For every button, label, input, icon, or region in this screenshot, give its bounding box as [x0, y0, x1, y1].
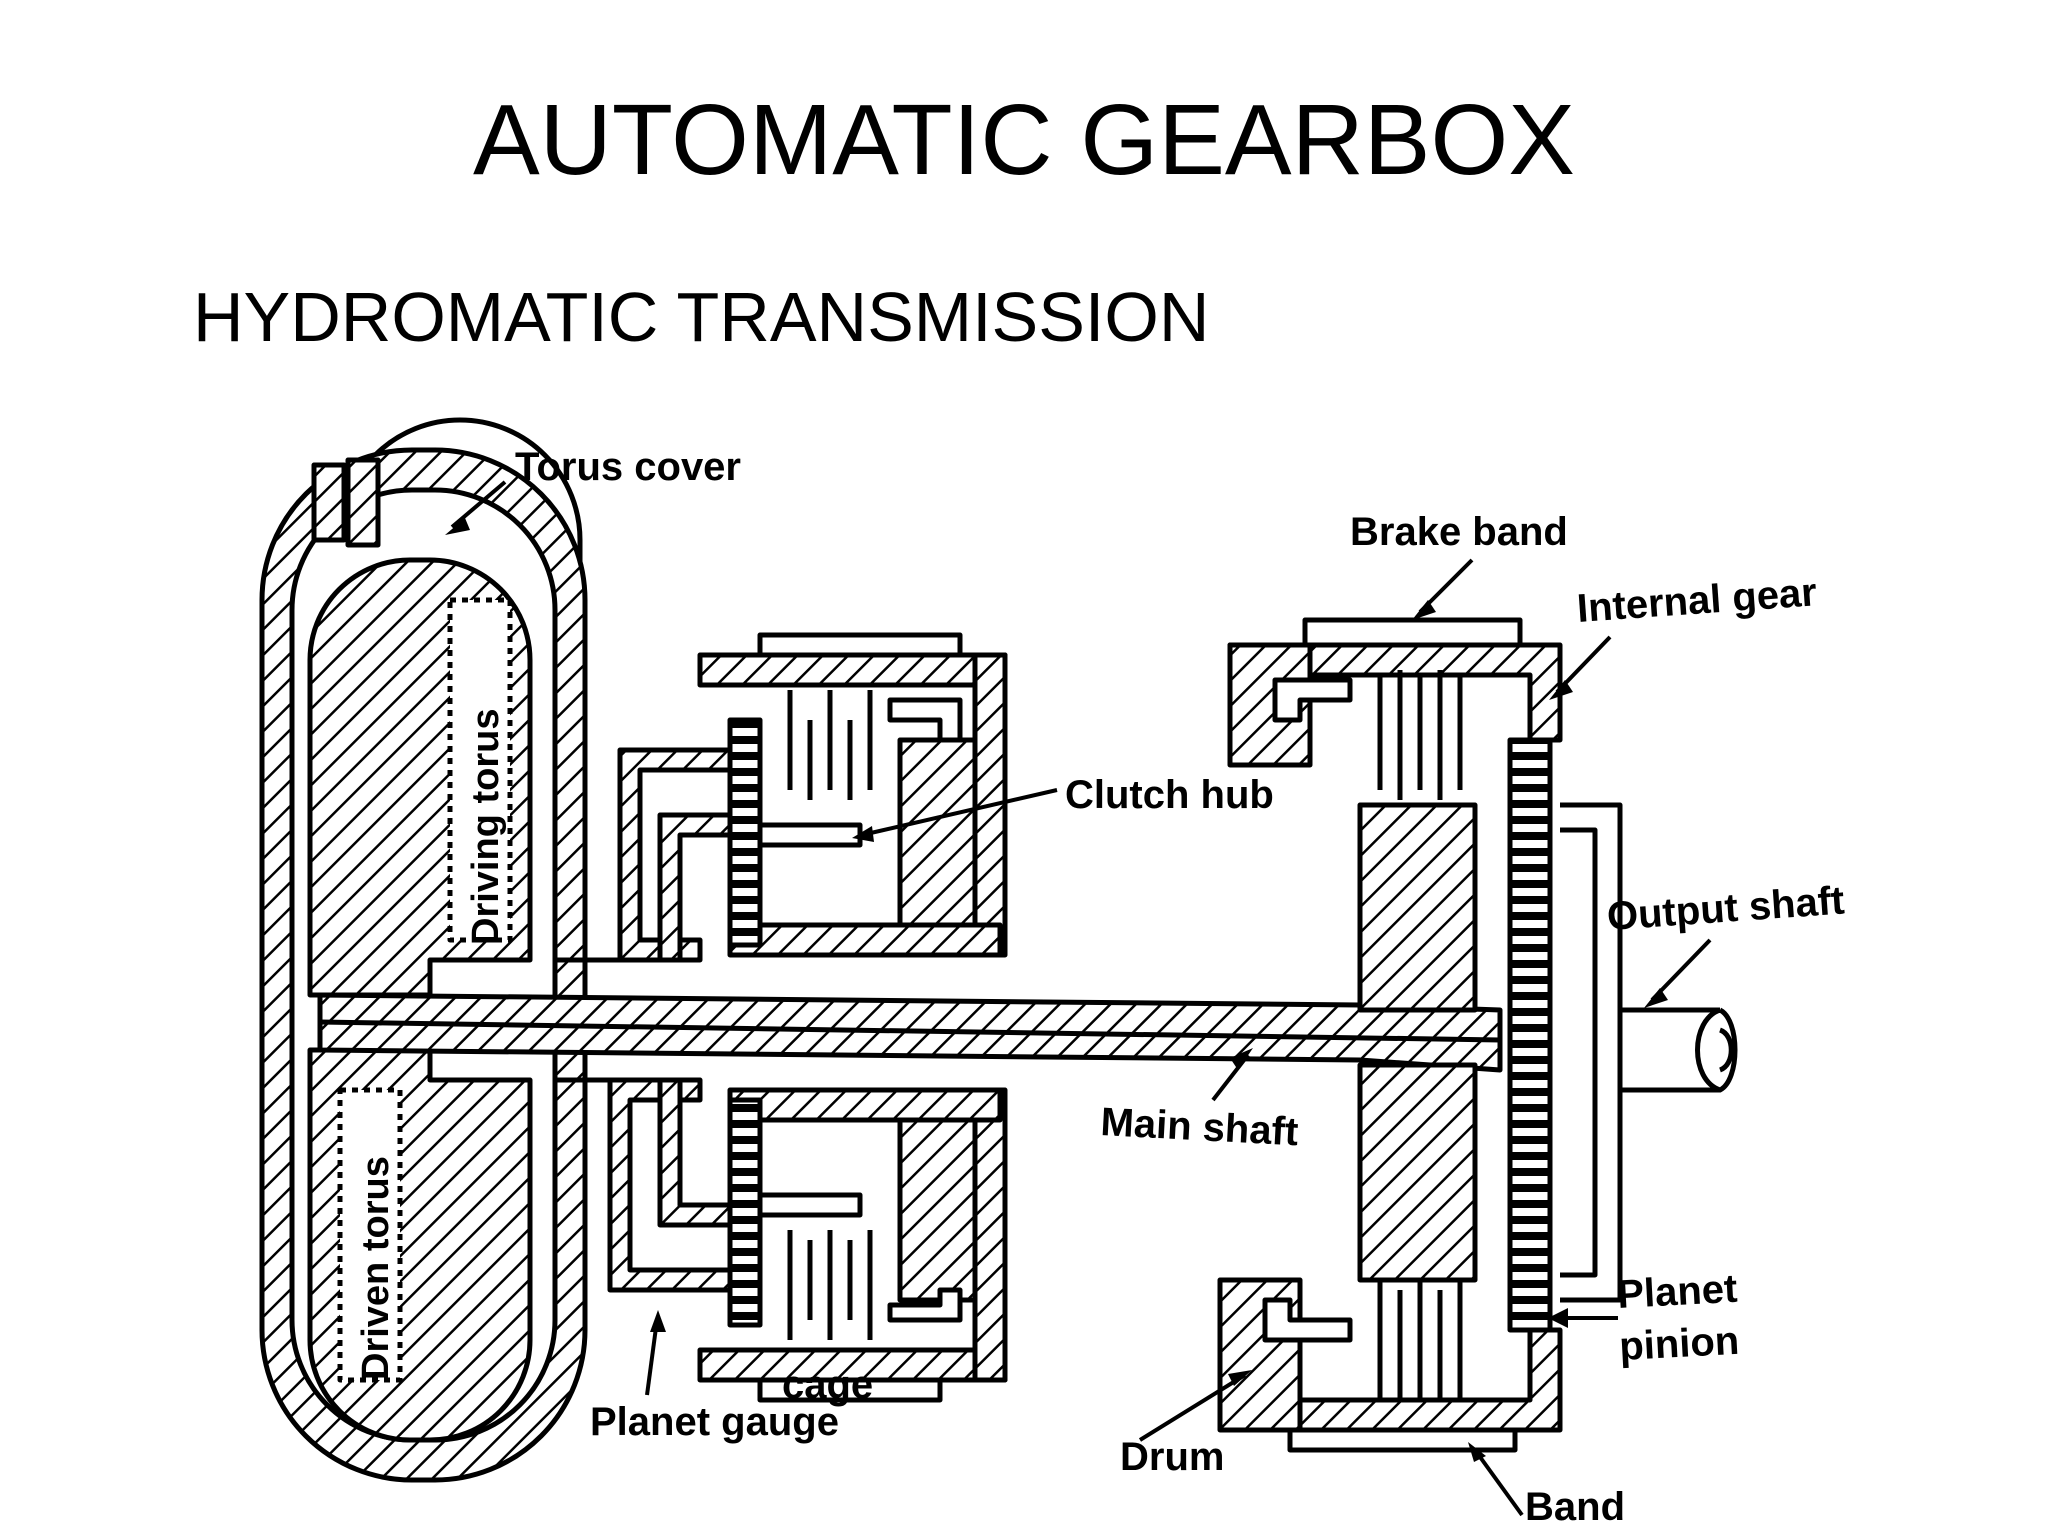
label-driving-torus: Driving torus: [465, 709, 507, 945]
label-brake-band: Brake band: [1350, 510, 1568, 554]
driven-torus: [307, 1047, 533, 1443]
label-clutch-hub: Clutch hub: [1065, 773, 1274, 817]
label-torus-cover: Torus cover: [515, 445, 741, 489]
label-planet-pinion-line1: Planet: [1616, 1267, 1738, 1317]
slide-subtitle: HYDROMATIC TRANSMISSION: [193, 278, 1210, 356]
label-planet-pinion-line2: pinion: [1618, 1319, 1740, 1369]
arrowheads: [445, 518, 1668, 1462]
driving-torus: [307, 557, 533, 998]
label-driven-torus: Driven torus: [355, 1156, 397, 1380]
label-output-shaft: Output shaft: [1606, 879, 1846, 939]
label-internal-gear: Internal gear: [1576, 570, 1819, 631]
label-drum: Drum: [1120, 1435, 1224, 1479]
label-cage: cage: [782, 1363, 873, 1407]
label-band: Band: [1525, 1485, 1625, 1529]
label-main-shaft: Main shaft: [1100, 1100, 1300, 1154]
front-planetary-lower: [552, 1077, 1008, 1403]
slide-title: AUTOMATIC GEARBOX: [472, 84, 1575, 196]
output-shaft: [1620, 1007, 1738, 1093]
front-planetary-upper: [552, 632, 1008, 963]
label-planet-gauge: Planet gauge: [590, 1400, 839, 1444]
rear-planetary: [1217, 617, 1623, 1453]
